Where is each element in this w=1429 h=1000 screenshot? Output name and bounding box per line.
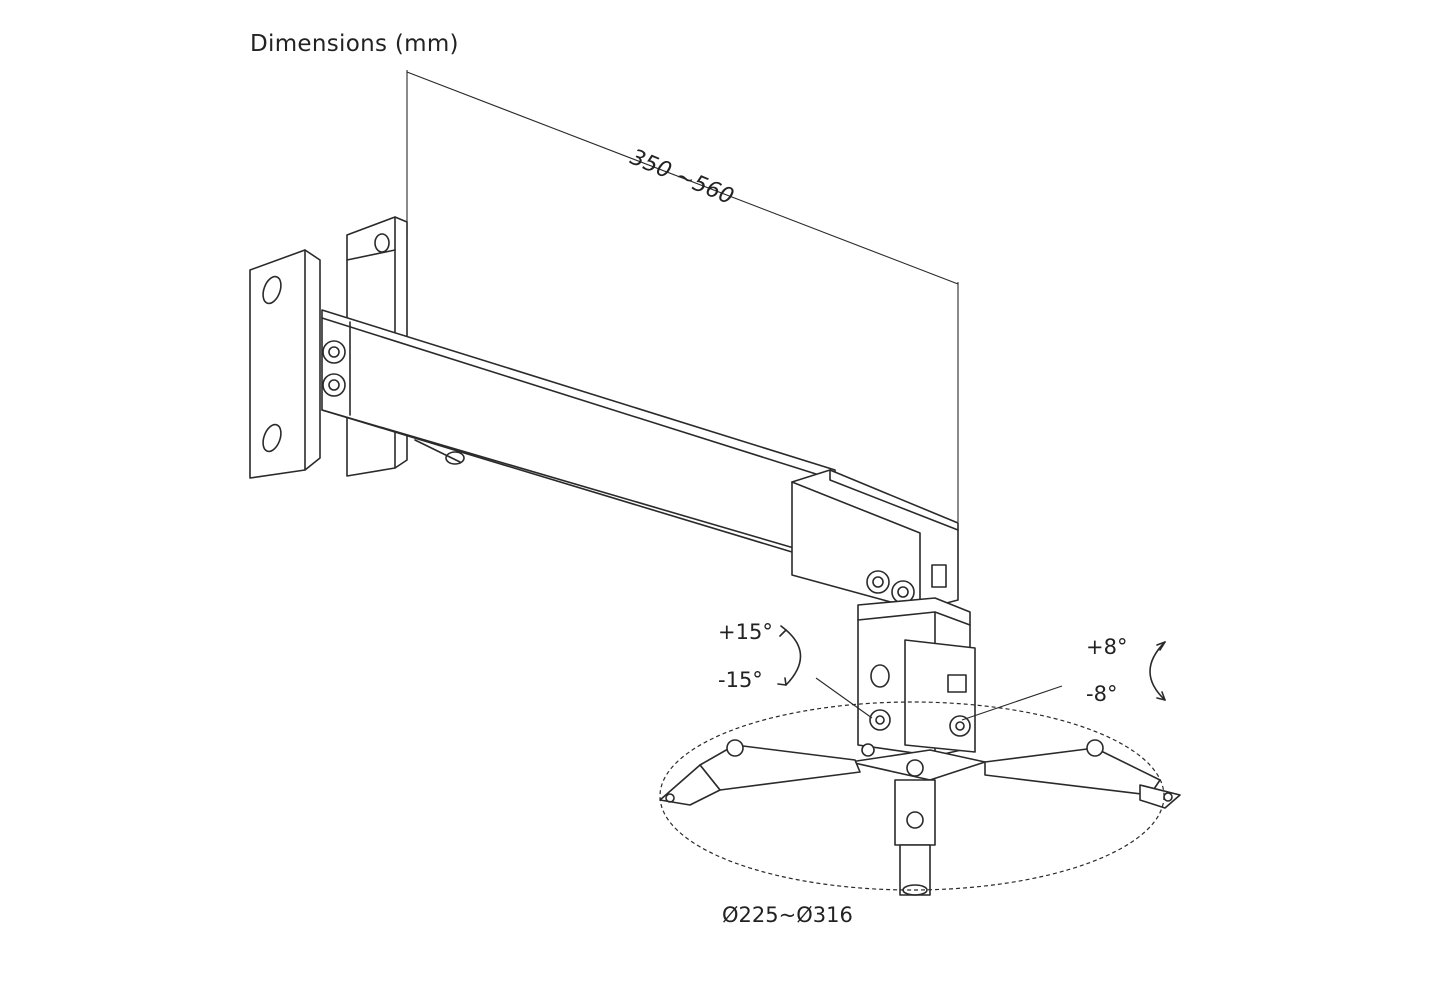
tilt-head xyxy=(857,597,976,757)
swivel-down-label: -8° xyxy=(1086,682,1118,706)
swivel-up-label: +8° xyxy=(1086,635,1128,659)
tilt-arrow-icon xyxy=(777,625,873,719)
tilt-down-label: -15° xyxy=(718,668,763,692)
diagram-title: Dimensions (mm) xyxy=(250,31,459,57)
mount-range-ellipse xyxy=(659,701,1165,891)
tilt-up-label: +15° xyxy=(718,620,773,644)
mount-range-label: Ø225~Ø316 xyxy=(722,903,853,927)
arm-length-dimension xyxy=(406,70,959,522)
telescopic-arm-icon xyxy=(321,309,959,611)
swivel-arrow-icon xyxy=(961,641,1166,721)
spider-bracket-icon xyxy=(659,739,1181,896)
